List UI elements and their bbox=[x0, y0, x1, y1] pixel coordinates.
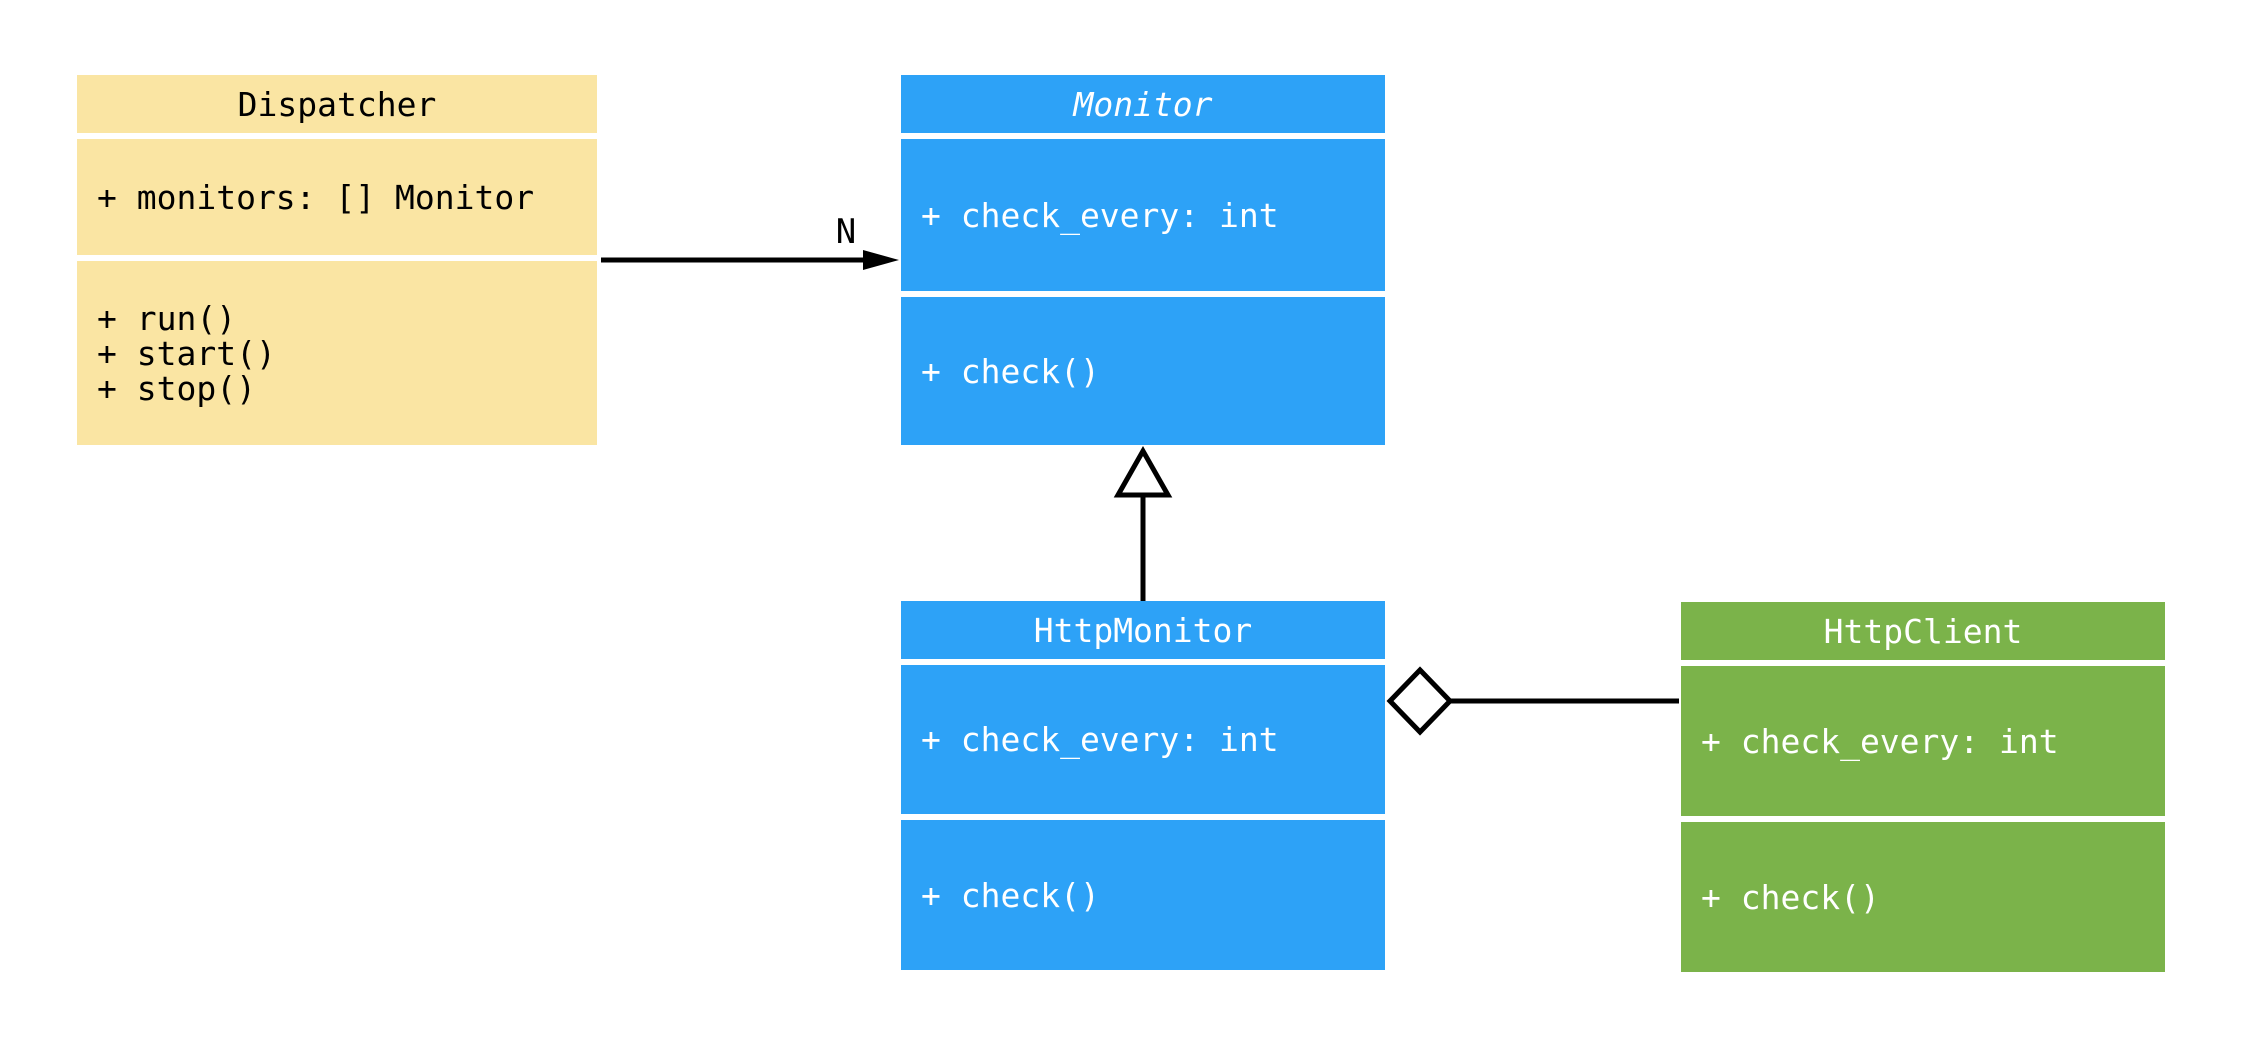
class-title-httpclient: HttpClient bbox=[1681, 602, 2165, 660]
methods-section-httpclient: + check() bbox=[1681, 822, 2165, 972]
attributes-section-dispatcher: + monitors: [] Monitor bbox=[77, 139, 597, 255]
class-box-monitor: Monitor + check_every: int + check() bbox=[901, 75, 1385, 445]
attributes-section-httpclient: + check_every: int bbox=[1681, 666, 2165, 816]
attribute-row: + monitors: [] Monitor bbox=[97, 177, 535, 217]
methods-section-monitor: + check() bbox=[901, 297, 1385, 445]
aggregation-diamond-icon bbox=[1386, 666, 1454, 736]
class-title-monitor: Monitor bbox=[901, 75, 1385, 133]
class-box-httpclient: HttpClient + check_every: int + check() bbox=[1681, 602, 2165, 972]
multiplicity-label: N bbox=[835, 212, 857, 252]
attribute-row: + check_every: int bbox=[921, 720, 1279, 759]
method-row: + start() bbox=[97, 333, 276, 373]
class-title-dispatcher: Dispatcher bbox=[77, 75, 597, 133]
methods-section-dispatcher: + run() + start() + stop() bbox=[77, 261, 597, 445]
class-title-httpmonitor: HttpMonitor bbox=[901, 601, 1385, 659]
method-row: + check() bbox=[921, 351, 1100, 391]
method-row: + run() bbox=[97, 298, 237, 338]
method-row: + check() bbox=[1701, 877, 1880, 917]
attribute-row: + check_every: int bbox=[921, 195, 1279, 235]
method-row: + stop() bbox=[97, 368, 256, 408]
methods-section-httpmonitor: + check() bbox=[901, 820, 1385, 970]
attributes-section-httpmonitor: + check_every: int bbox=[901, 665, 1385, 814]
attribute-row: + check_every: int bbox=[1701, 721, 2059, 761]
generalization-triangle-icon bbox=[1113, 445, 1173, 498]
class-box-httpmonitor: HttpMonitor + check_every: int + check() bbox=[901, 601, 1385, 970]
association-arrowhead-icon bbox=[863, 250, 899, 270]
method-row: + check() bbox=[921, 875, 1100, 915]
class-box-dispatcher: Dispatcher + monitors: [] Monitor + run(… bbox=[77, 75, 597, 445]
attributes-section-monitor: + check_every: int bbox=[901, 139, 1385, 291]
